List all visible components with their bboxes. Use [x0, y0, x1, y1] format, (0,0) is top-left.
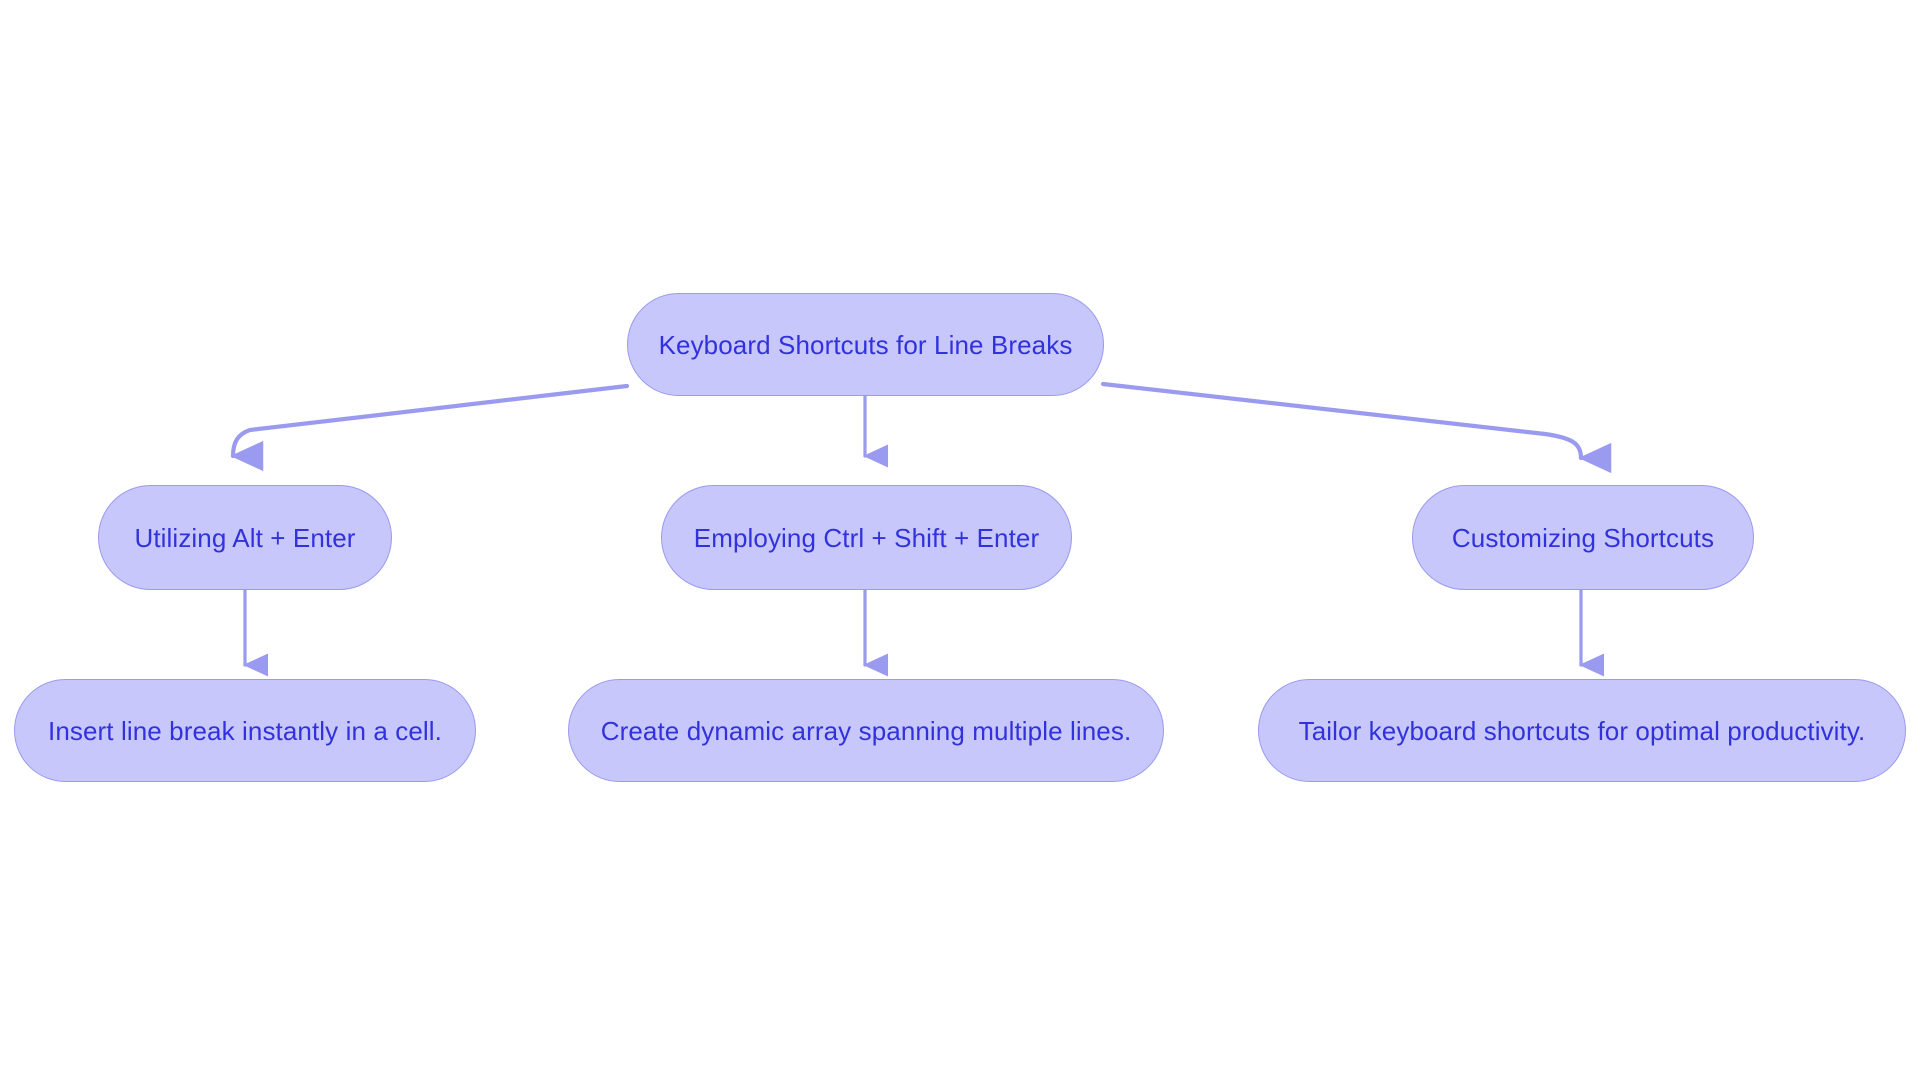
edge-root-to-branch-3 [1100, 381, 1612, 474]
node-branch-2-label: Employing Ctrl + Shift + Enter [693, 522, 1040, 553]
node-branch-1-label: Utilizing Alt + Enter [134, 522, 356, 553]
node-outcome-3[interactable]: Tailor keyboard shortcuts for optimal pr… [1258, 679, 1906, 782]
node-outcome-3-label: Tailor keyboard shortcuts for optimal pr… [1298, 715, 1866, 746]
node-branch-3-label: Customizing Shortcuts [1451, 522, 1715, 553]
node-branch-2[interactable]: Employing Ctrl + Shift + Enter [661, 485, 1072, 590]
node-outcome-1-label: Insert line break instantly in a cell. [48, 715, 442, 746]
node-branch-3[interactable]: Customizing Shortcuts [1412, 485, 1754, 590]
node-root[interactable]: Keyboard Shortcuts for Line Breaks [627, 293, 1104, 396]
node-outcome-1[interactable]: Insert line break instantly in a cell. [14, 679, 476, 782]
node-outcome-2[interactable]: Create dynamic array spanning multiple l… [568, 679, 1164, 782]
node-branch-1[interactable]: Utilizing Alt + Enter [98, 485, 392, 590]
edge-root-to-branch-1 [230, 383, 630, 472]
node-root-label: Keyboard Shortcuts for Line Breaks [658, 329, 1073, 360]
node-outcome-2-label: Create dynamic array spanning multiple l… [600, 715, 1132, 746]
